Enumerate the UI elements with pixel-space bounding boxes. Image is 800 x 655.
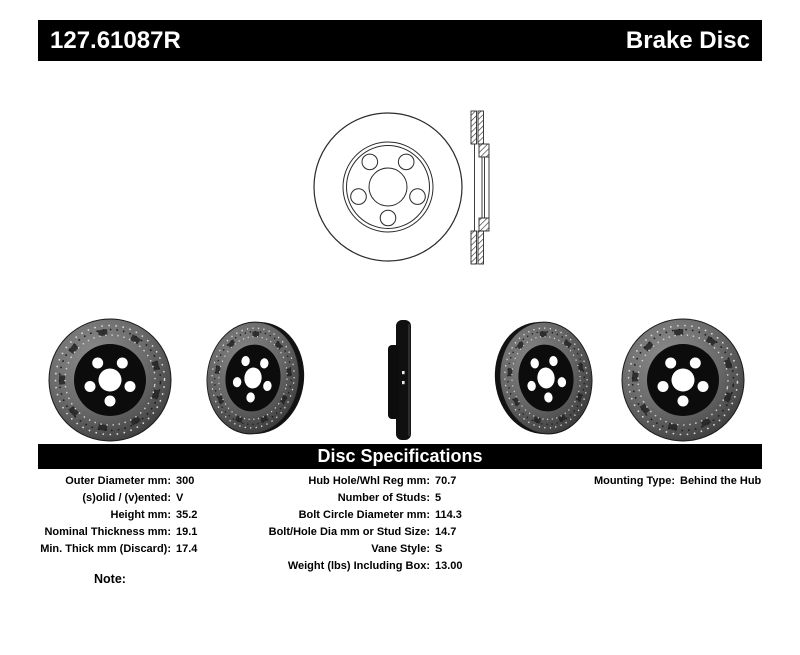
spec-value: 13.00 — [435, 560, 463, 572]
product-photo-face-view — [48, 318, 172, 442]
spec-section-title: Disc Specifications — [317, 446, 483, 466]
product-photo-face-view — [621, 318, 745, 442]
spec-column-mounting: Mounting Type: Behind the Hub — [558, 473, 761, 490]
spec-label: Height mm: — [110, 509, 172, 521]
spec-column-dimensions: Outer Diameter mm: 300 (s)olid / (v)ente… — [28, 473, 197, 558]
spec-row-mounting-type: Mounting Type: Behind the Hub — [558, 473, 761, 490]
spec-label: Bolt Circle Diameter mm: — [298, 509, 430, 521]
spec-value: 5 — [435, 492, 442, 504]
spec-label: Bolt/Hole Dia mm or Stud Size: — [268, 526, 430, 538]
spec-value: 19.1 — [176, 526, 198, 538]
spec-value: S — [435, 543, 443, 555]
spec-row-weight: Weight (lbs) Including Box: 13.00 — [268, 558, 463, 575]
spec-value: 300 — [176, 475, 195, 487]
spec-label: Mounting Type: — [593, 475, 675, 487]
spec-label: Min. Thick mm (Discard): — [40, 543, 171, 555]
spec-label: (s)olid / (v)ented: — [82, 492, 171, 504]
spec-row-solid-vented: (s)olid / (v)ented: V — [28, 490, 197, 507]
spec-value: 70.7 — [435, 475, 457, 487]
spec-row-min-thickness: Min. Thick mm (Discard): 17.4 — [28, 541, 197, 558]
technical-drawing — [313, 110, 490, 265]
spec-column-hub-studs: Hub Hole/Whl Reg mm: 70.7 Number of Stud… — [268, 473, 463, 575]
spec-value: V — [176, 492, 184, 504]
product-type-title: Brake Disc — [625, 26, 750, 54]
spec-row-bolt-circle-diameter: Bolt Circle Diameter mm: 114.3 — [268, 507, 463, 524]
spec-value: 14.7 — [435, 526, 457, 538]
product-photo-edge-view — [388, 320, 411, 440]
drawing-cross-section — [470, 110, 490, 265]
spec-row-hub-hole: Hub Hole/Whl Reg mm: 70.7 — [268, 473, 463, 490]
spec-label: Hub Hole/Whl Reg mm: — [308, 475, 430, 487]
spec-row-number-of-studs: Number of Studs: 5 — [268, 490, 463, 507]
note-label: Note: — [94, 572, 126, 586]
spec-row-outer-diameter: Outer Diameter mm: 300 — [28, 473, 197, 490]
spec-value: 35.2 — [176, 509, 198, 521]
spec-row-nominal-thickness: Nominal Thickness mm: 19.1 — [28, 524, 197, 541]
spec-value: 17.4 — [176, 543, 198, 555]
part-number: 127.61087R — [50, 26, 181, 54]
spec-label: Outer Diameter mm: — [65, 475, 171, 487]
product-photo-angled-view — [494, 321, 593, 435]
spec-section-header: Disc Specifications — [38, 444, 762, 469]
spec-value: 114.3 — [435, 509, 462, 521]
spec-label: Weight (lbs) Including Box: — [287, 560, 430, 572]
spec-label: Nominal Thickness mm: — [44, 526, 171, 538]
product-photo-angled-view — [206, 321, 305, 435]
spec-row-vane-style: Vane Style: S — [268, 541, 463, 558]
spec-label: Vane Style: — [371, 543, 430, 555]
spec-label: Number of Studs: — [337, 492, 430, 504]
header-bar: 127.61087R Brake Disc — [38, 20, 762, 61]
spec-value: Behind the Hub — [680, 475, 762, 487]
spec-row-height: Height mm: 35.2 — [28, 507, 198, 524]
spec-row-bolt-hole-dia: Bolt/Hole Dia mm or Stud Size: 14.7 — [268, 524, 463, 541]
drawing-front-view — [313, 112, 463, 262]
